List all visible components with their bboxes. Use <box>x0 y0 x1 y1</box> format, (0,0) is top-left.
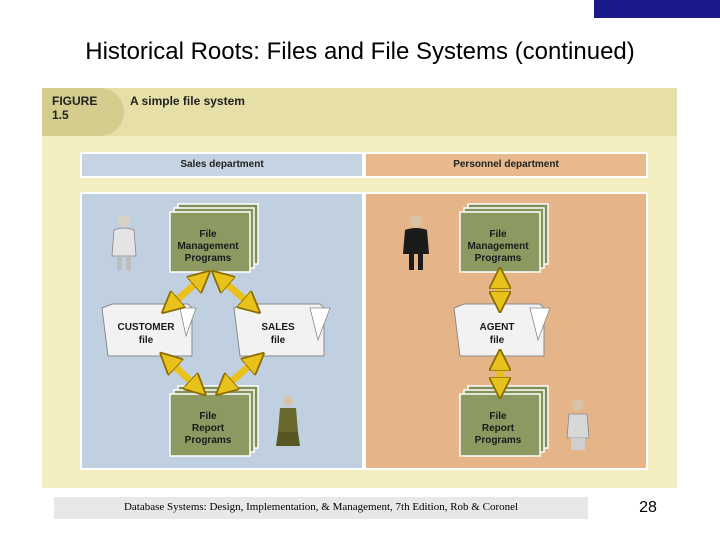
person-icon-personnel-bottom <box>566 399 590 450</box>
arrow-fmp-to-customer <box>170 278 202 306</box>
arrow-sales-to-frp <box>224 360 256 388</box>
personnel-department-header: Personnel department <box>364 152 648 178</box>
person-icon-sales-top <box>111 215 137 270</box>
person-icon-sales-bottom <box>276 396 300 446</box>
page-number: 28 <box>639 499 657 516</box>
footer-citation: Database Systems: Design, Implementation… <box>123 501 519 513</box>
sales-department-header: Sales department <box>80 152 364 178</box>
figure-header: FIGURE 1.5 A simple file system <box>42 88 677 136</box>
person-icon-personnel-top <box>403 215 429 270</box>
arrow-customer-to-frp <box>168 360 198 388</box>
figure-caption: A simple file system <box>130 94 245 108</box>
corner-decoration <box>594 0 720 18</box>
figure-badge: FIGURE 1.5 <box>42 88 124 136</box>
footer-bar: Database Systems: Design, Implementation… <box>54 497 588 519</box>
slide-title: Historical Roots: Files and File Systems… <box>85 38 635 65</box>
figure-label: FIGURE 1.5 <box>52 94 98 122</box>
arrow-fmp-to-sales <box>220 278 252 306</box>
